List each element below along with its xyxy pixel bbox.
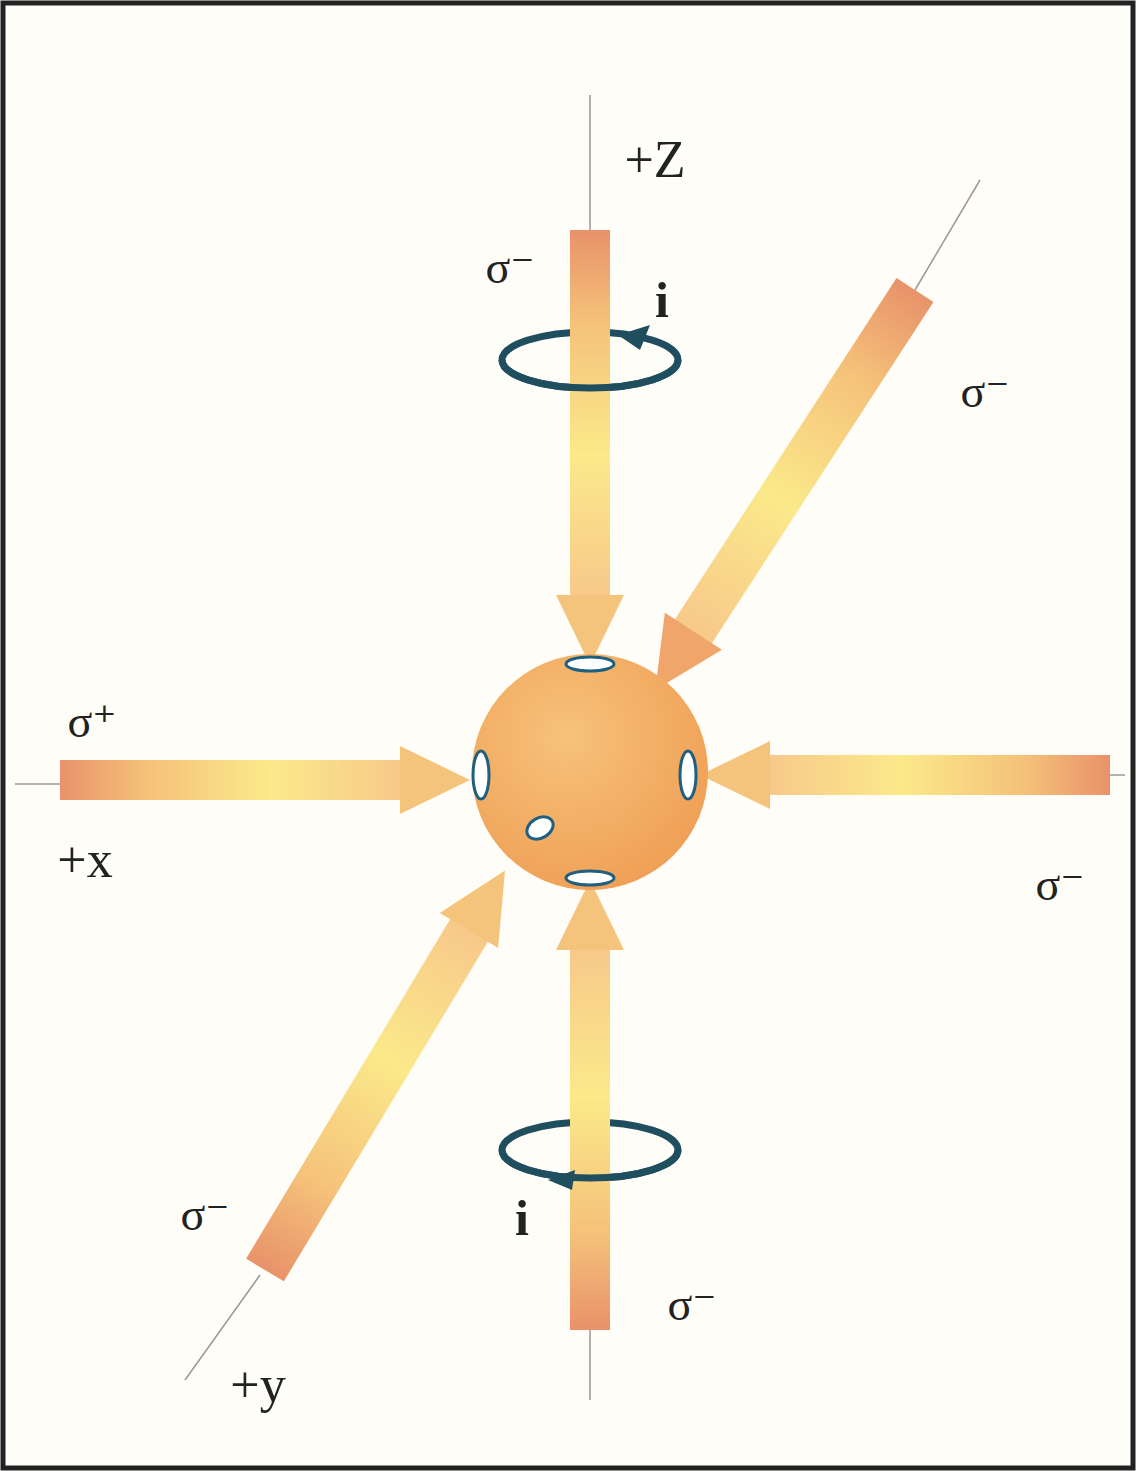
axis-label: +Z [624,134,685,186]
axis-label: +y [230,1359,285,1411]
polarization-label: σ⁻ [667,1282,716,1328]
polarization-label: σ⁻ [180,1192,229,1238]
current-label: i [515,1193,529,1243]
polarization-label: σ⁻ [960,369,1009,415]
polarization-label: σ⁺ [67,699,116,745]
polarization-label: σ⁻ [1035,862,1084,908]
axis-label: +x [57,834,112,886]
polarization-label: σ⁻ [485,245,534,291]
current-label: i [655,275,669,325]
